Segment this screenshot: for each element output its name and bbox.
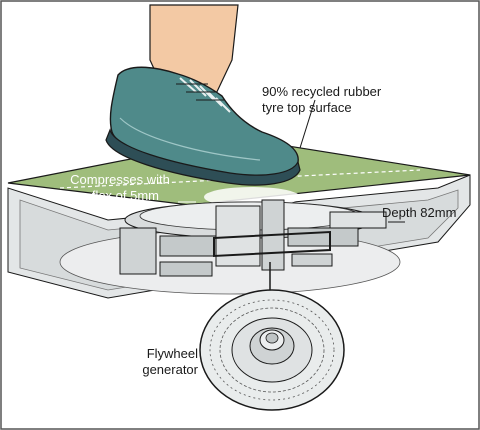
compress-label-line2: a flex of 5mm bbox=[80, 188, 160, 203]
generator-label-line1: Flywheel bbox=[146, 346, 198, 361]
depth-label: Depth 82mm bbox=[382, 205, 457, 220]
shoe-icon bbox=[105, 66, 301, 186]
surface-label: 90% recycled rubber tyre top surface bbox=[262, 84, 381, 116]
surface-label-line2: tyre top surface bbox=[262, 100, 352, 115]
generator-label-line2: generator bbox=[142, 362, 198, 377]
compress-label: Compresses with a flex of 5mm bbox=[58, 172, 182, 204]
generator-label: Flywheel generator bbox=[120, 346, 198, 378]
surface-label-line1: 90% recycled rubber bbox=[262, 84, 382, 99]
compress-label-line1: Compresses with bbox=[70, 172, 170, 187]
surface-leader-line bbox=[299, 99, 316, 149]
flywheel-generator-icon bbox=[199, 289, 345, 411]
gear-mechanism bbox=[119, 199, 387, 296]
